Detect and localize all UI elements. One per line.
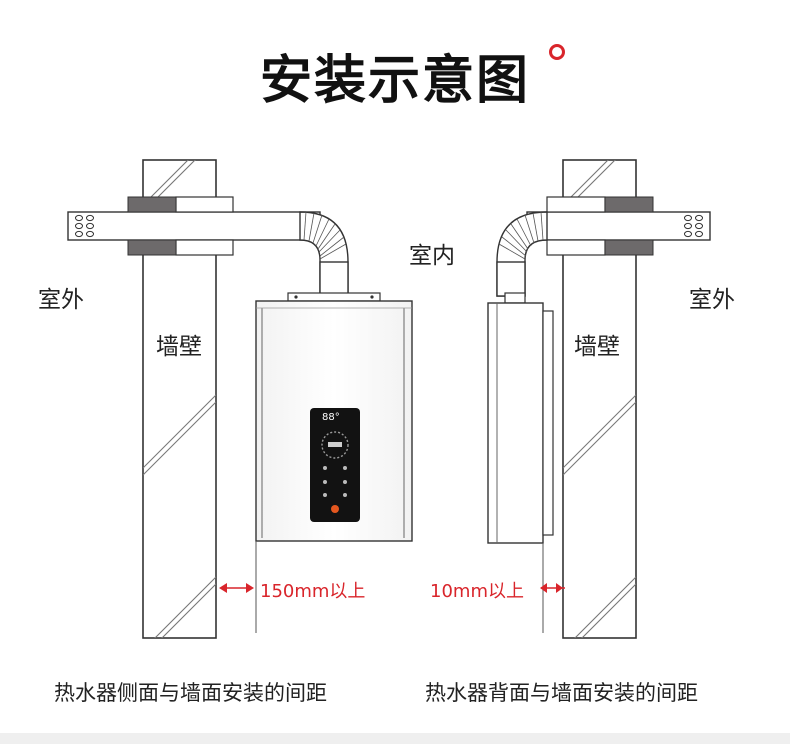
flame-icon: [331, 505, 339, 513]
bottom-divider: [0, 733, 790, 744]
wall-hatch: [563, 160, 636, 638]
caption-right: 热水器背面与墙面安装的间距: [425, 681, 698, 705]
label-wall-right: 墙壁: [574, 334, 620, 360]
elbow-ribs: [498, 211, 544, 260]
side-clearance-marker: [219, 541, 257, 633]
label-outdoor-left: 室外: [38, 287, 84, 313]
arrow-right-icon: [246, 583, 254, 593]
back-clearance-label: 10mm以上: [430, 581, 524, 602]
temperature-readout: 88°: [322, 412, 340, 423]
left-flue-pipe: [67, 196, 349, 295]
vent-holes: [684, 214, 703, 238]
right-flue-pipe: [496, 196, 711, 297]
arrow-left-icon: [219, 583, 227, 593]
wall-hatch: [143, 160, 216, 638]
degree-circle-icon: [549, 44, 565, 60]
vent-holes: [75, 214, 94, 238]
label-indoor: 室内: [409, 243, 455, 269]
page-title: 安装示意图: [259, 51, 530, 111]
control-panel: [310, 408, 360, 522]
caption-left: 热水器侧面与墙面安装的间距: [54, 681, 327, 705]
left-heater-front: [255, 292, 413, 542]
right-heater-side: [487, 292, 554, 544]
elbow-ribs: [303, 211, 347, 260]
label-wall-left: 墙壁: [156, 334, 202, 360]
back-clearance-marker: [540, 543, 565, 633]
label-outdoor-right: 室外: [689, 287, 735, 313]
side-clearance-label: 150mm以上: [260, 581, 366, 602]
arrow-right-icon: [556, 583, 563, 593]
arrow-left-icon: [540, 583, 547, 593]
